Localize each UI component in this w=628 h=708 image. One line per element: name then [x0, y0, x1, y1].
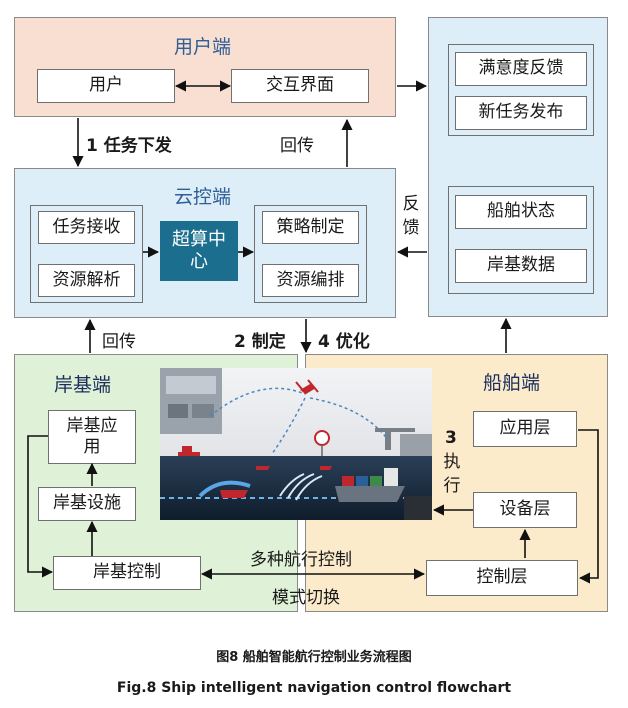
feedback-label: 反馈 — [402, 194, 420, 238]
return-bottom-label: 回传 — [102, 332, 136, 352]
interface-box: 交互界面 — [231, 69, 369, 103]
scene-svg — [160, 368, 432, 520]
shore-app-box: 岸基应用 — [48, 410, 136, 464]
shore-data-box: 岸基数据 — [455, 249, 587, 283]
optimize-label: 4 优化 — [318, 332, 370, 352]
cloud-right-group — [254, 205, 367, 303]
shore-end-title: 岸基端 — [54, 374, 112, 396]
app-layer-box: 应用层 — [473, 411, 577, 447]
device-layer-box: 设备层 — [473, 492, 577, 528]
execute-label: 执行 — [443, 452, 461, 496]
caption-chinese: 图8 船舶智能航行控制业务流程图 — [216, 650, 412, 665]
cloud-end-title: 云控端 — [174, 186, 232, 208]
shore-facility-box: 岸基设施 — [38, 487, 136, 521]
strategy-box: 策略制定 — [262, 211, 359, 244]
supercomputing-center-box: 超算中心 — [160, 221, 238, 281]
resource-arrange-box: 资源编排 — [262, 264, 359, 297]
ship-end-title: 船舶端 — [483, 372, 541, 394]
cloud-left-group — [30, 205, 143, 303]
caption-english: Fig.8 Ship intelligent navigation contro… — [116, 680, 512, 696]
satisfaction-box: 满意度反馈 — [455, 52, 587, 86]
return-top-label: 回传 — [280, 136, 314, 156]
task-issue-label: 1 任务下发 — [86, 136, 172, 156]
task-receive-box: 任务接收 — [38, 211, 135, 244]
app-layer-to-control-layer-arrow — [578, 429, 599, 584]
control-layer-box: 控制层 — [426, 560, 578, 596]
mode-switch-label: 模式切换 — [272, 588, 340, 608]
user-box: 用户 — [37, 69, 175, 103]
navigation-scene-illustration — [160, 368, 432, 520]
user-end-title: 用户端 — [174, 36, 232, 58]
feedback-group — [448, 44, 594, 136]
new-task-box: 新任务发布 — [455, 96, 587, 130]
resource-parse-box: 资源解析 — [38, 264, 135, 297]
app-to-control-arrow — [27, 435, 54, 578]
formulate-label: 2 制定 — [234, 332, 286, 352]
multi-mode-label: 多种航行控制 — [250, 550, 352, 570]
ship-status-box: 船舶状态 — [455, 195, 587, 229]
status-group — [448, 186, 594, 294]
shore-control-box: 岸基控制 — [53, 556, 201, 590]
execute-number: 3 — [445, 428, 457, 448]
